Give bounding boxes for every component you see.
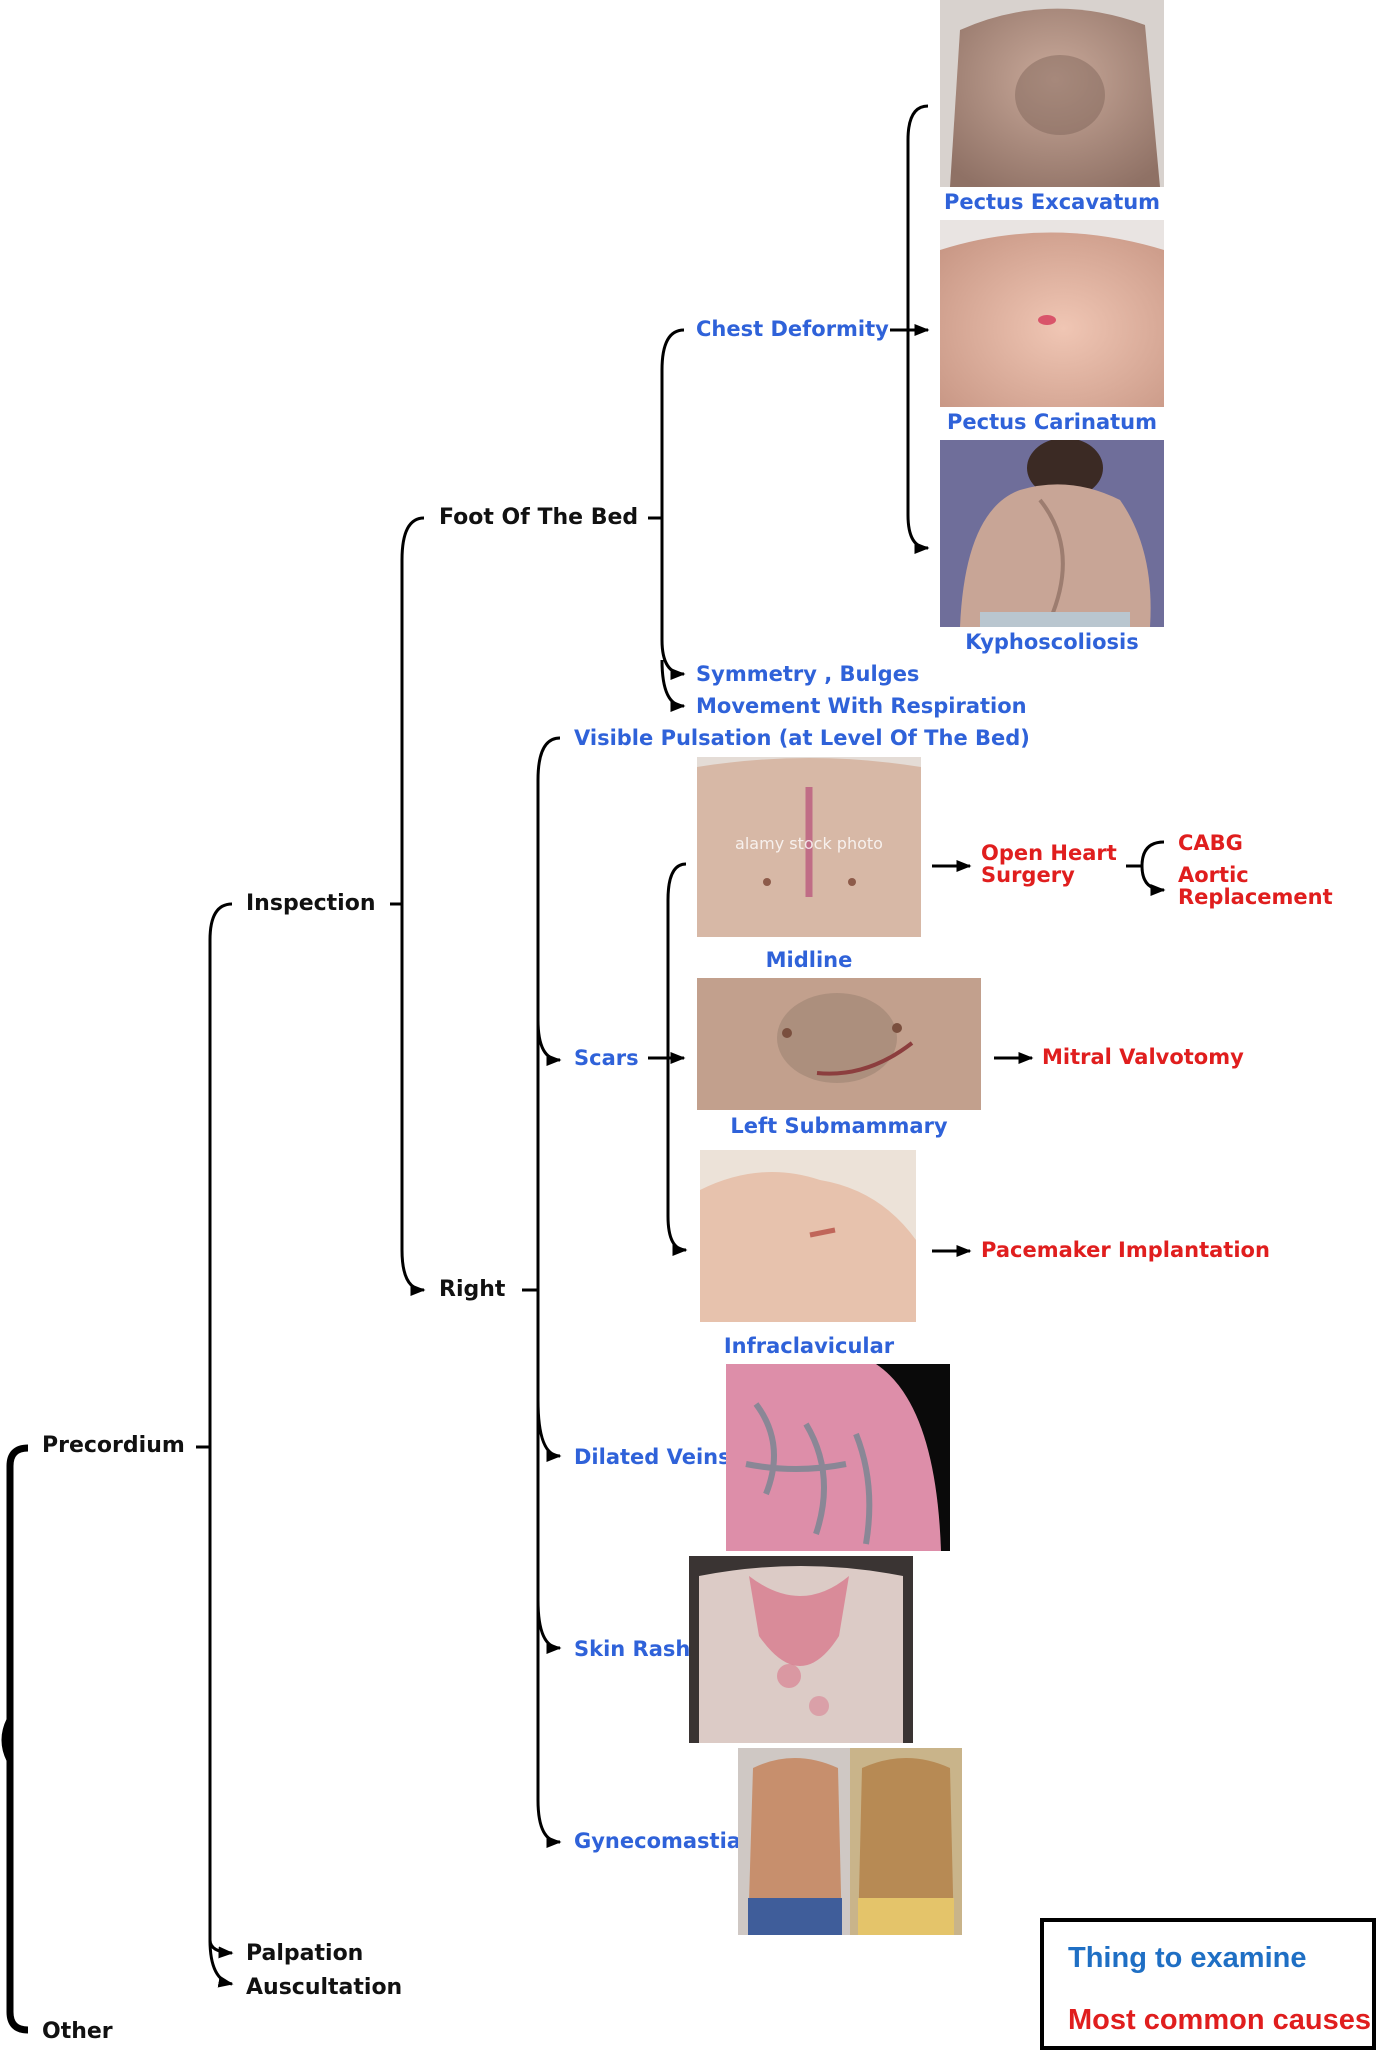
node-chest-deformity: Chest Deformity <box>696 318 889 340</box>
cause-pacemaker-implantation: Pacemaker Implantation <box>981 1239 1270 1261</box>
left-submammary-caption: Left Submammary <box>697 1114 981 1138</box>
pectus-carinatum-photo <box>940 220 1164 407</box>
node-right: Right <box>439 1278 505 1301</box>
midline-caption: Midline <box>697 948 921 972</box>
node-dilated-veins: Dilated Veins <box>574 1446 731 1468</box>
infraclavicular-caption: Infraclavicular <box>697 1334 921 1358</box>
midline-scar-photo: alamy stock photo <box>697 757 921 937</box>
node-visible-pulsation: Visible Pulsation (at Level Of The Bed) <box>574 727 1030 749</box>
node-palpation: Palpation <box>246 1942 363 1965</box>
pectus-excavatum-caption: Pectus Excavatum <box>940 190 1164 214</box>
watermark-text: alamy stock photo <box>735 834 883 853</box>
infraclavicular-scar-photo <box>700 1150 916 1322</box>
dilated-veins-photo <box>726 1364 950 1551</box>
legend-box: Thing to examine Most common causes <box>1040 1918 1376 2050</box>
node-movement-respiration: Movement With Respiration <box>696 695 1027 717</box>
node-scars: Scars <box>574 1047 639 1069</box>
pectus-excavatum-photo <box>940 0 1164 187</box>
legend-causes: Most common causes <box>1068 2004 1371 2037</box>
node-precordium: Precordium <box>42 1434 185 1457</box>
node-symmetry-bulges: Symmetry , Bulges <box>696 663 919 685</box>
skin-rash-photo <box>689 1556 913 1743</box>
node-skin-rash: Skin Rash <box>574 1638 690 1660</box>
node-auscultation: Auscultation <box>246 1976 402 1999</box>
node-foot-of-bed: Foot Of The Bed <box>439 506 638 529</box>
legend-examine: Thing to examine <box>1068 1942 1306 1975</box>
kyphoscoliosis-photo <box>940 440 1164 627</box>
node-inspection: Inspection <box>246 892 376 915</box>
pectus-carinatum-caption: Pectus Carinatum <box>940 410 1164 434</box>
cause-cabg: CABG <box>1178 832 1243 854</box>
gynecomastia-photo <box>738 1748 962 1935</box>
cause-mitral-valvotomy: Mitral Valvotomy <box>1042 1046 1244 1068</box>
left-submammary-scar-photo <box>697 978 981 1110</box>
node-gynecomastia: Gynecomastia <box>574 1830 741 1852</box>
node-other: Other <box>42 2020 113 2043</box>
kyphoscoliosis-caption: Kyphoscoliosis <box>940 630 1164 654</box>
